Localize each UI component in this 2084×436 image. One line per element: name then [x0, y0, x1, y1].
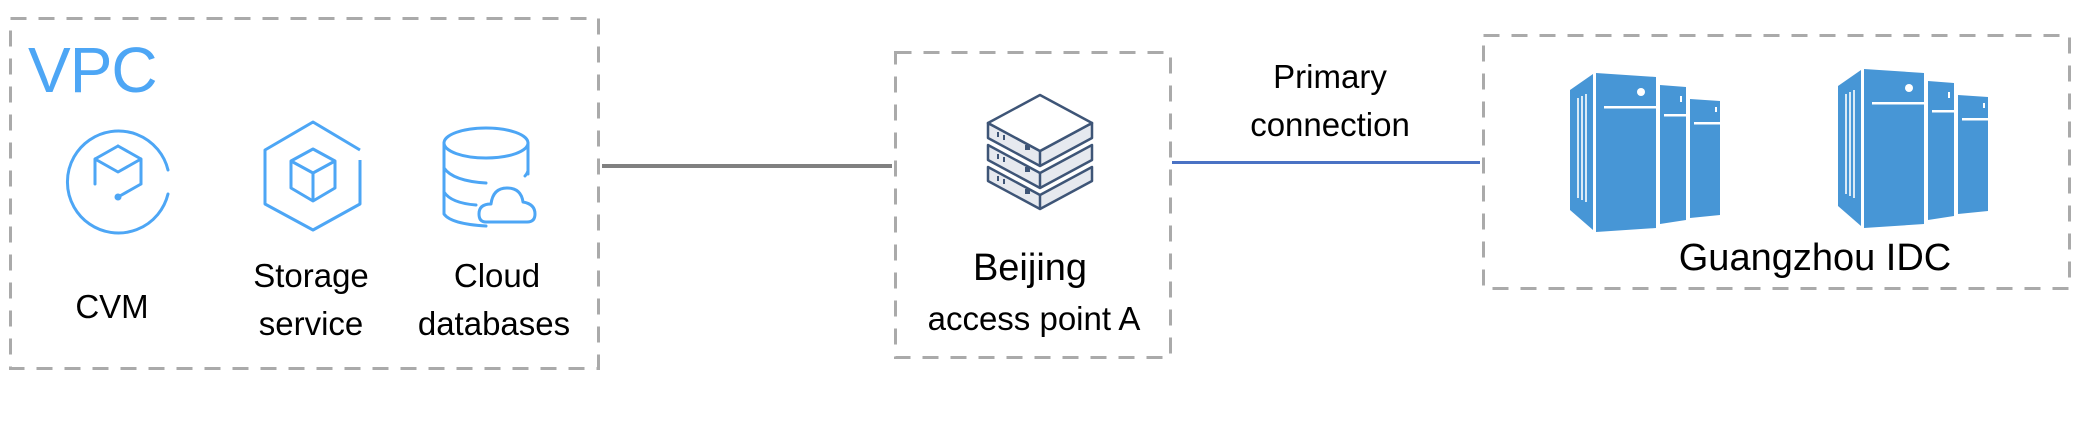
storage-hexagon-icon: [263, 120, 362, 232]
access-point-group: [894, 51, 1172, 359]
access-point-subtitle: access point A: [927, 300, 1141, 337]
idc-label: Guangzhou IDC: [1678, 237, 1952, 279]
cloud-database-icon: [442, 126, 537, 228]
primary-connection-line: [1172, 161, 1480, 164]
vpc-group-border: [9, 17, 600, 370]
server-tower-icon: [1570, 73, 1720, 232]
cvm-icon: [65, 129, 170, 235]
cvm-label: CVM: [75, 288, 149, 325]
database-label-line1: Cloud: [453, 257, 541, 294]
connection-label-line2: connection: [1250, 106, 1410, 143]
vpc-title: VPC: [28, 34, 158, 106]
database-label-line2: databases: [417, 305, 571, 342]
vpc-connection-line: [602, 164, 892, 168]
server-stack-icon: [986, 93, 1094, 211]
idc-group: [1482, 34, 2071, 290]
storage-label-line1: Storage: [253, 257, 369, 294]
access-point-border: [894, 51, 1172, 359]
vpc-group: [9, 17, 600, 370]
connection-label-line1: Primary: [1273, 58, 1387, 95]
access-point-title: Beijing: [972, 247, 1088, 289]
storage-label-line2: service: [258, 305, 364, 342]
server-tower-icon: [1838, 69, 1988, 228]
idc-group-border: [1482, 34, 2071, 290]
